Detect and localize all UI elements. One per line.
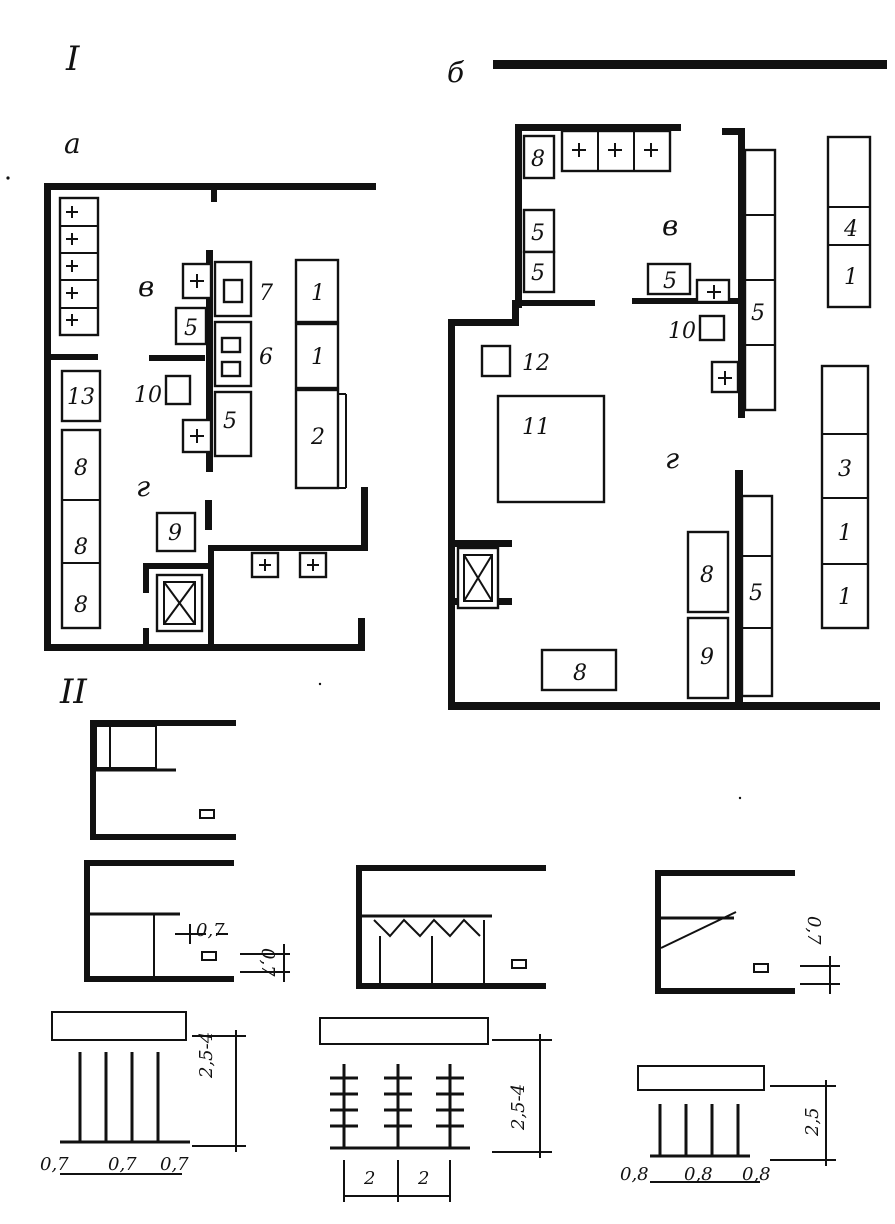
dimension-label: 0,7: [108, 1154, 137, 1175]
plan-b-number: 5: [663, 269, 677, 294]
plan-a-number: 9: [168, 521, 182, 546]
plan-b-number: 1: [838, 521, 852, 546]
dimension-label: 0,7: [160, 1154, 189, 1175]
plan-a-number: 10: [134, 383, 162, 408]
dimension-label: 0,8: [742, 1164, 771, 1185]
plan-a-number: 1: [311, 281, 325, 306]
dimension-label: 2: [363, 1168, 375, 1189]
dimension-label: 2,5-4: [508, 1084, 529, 1131]
plan-b-number: 5: [751, 301, 765, 326]
plan-b-number: 1: [844, 265, 858, 290]
burner-marks-a: [66, 206, 78, 326]
plan-a-number: 5: [223, 409, 237, 434]
plan-b-number: 4: [843, 217, 858, 242]
zone-label-v-b: в: [662, 209, 678, 242]
dimension-label: 0,7: [257, 948, 278, 977]
plan-b-number: 9: [700, 645, 714, 670]
plan-b-number: 10: [668, 319, 696, 344]
plan-a-number: 5: [184, 316, 198, 341]
dimension-label: 0,8: [684, 1164, 713, 1185]
dimension-label: 0,7: [803, 916, 824, 945]
plan-a-numbers: 7 5 6 10 5 1 1 2 13 8 8 8 9: [67, 281, 325, 618]
plan-label-b: б: [447, 56, 465, 89]
dimension-label: 0,7: [40, 1154, 69, 1175]
plan-a-number: 8: [74, 535, 88, 560]
plan-a-number: 8: [74, 593, 88, 618]
part-label-II: II: [59, 672, 87, 712]
plan-a-number: 8: [74, 456, 88, 481]
plan-a-number: 7: [259, 281, 273, 306]
plan-b: б: [447, 56, 887, 710]
plan-b-number: 12: [522, 351, 550, 376]
plan-label-a: а: [64, 127, 81, 160]
detail-sketches: 0,7 0,7 0,7 2,5-4: [40, 720, 840, 1202]
part-label-I: I: [65, 39, 80, 79]
plan-a-number: 1: [311, 345, 325, 370]
dimension-label: 0,8: [620, 1164, 649, 1185]
dimension-label: 2,5: [802, 1107, 823, 1137]
plan-b-number: 8: [573, 661, 587, 686]
plan-b-number: 1: [838, 585, 852, 610]
plan-b-number: 11: [522, 415, 550, 440]
plan-a-number: 13: [67, 385, 95, 410]
plan-a-number: 2: [310, 425, 325, 450]
plan-b-number: 5: [531, 221, 545, 246]
plan-b-numbers: 8 5 5 5 10 5 4 1 12 11 3 1 1 8 5 9 8: [522, 147, 858, 686]
plan-b-number: 3: [838, 457, 852, 482]
plan-b-number: 8: [700, 563, 714, 588]
plan-b-number: 5: [531, 261, 545, 286]
plan-a-number: 6: [259, 345, 273, 370]
plan-b-number: 5: [749, 581, 763, 606]
zone-label-g-a: г: [136, 470, 150, 503]
dimension-label: 2,5-4: [196, 1032, 217, 1079]
zone-label-v-a: в: [138, 270, 154, 303]
zone-label-g-b: г: [665, 442, 679, 475]
plan-a: а: [44, 127, 376, 651]
dimension-label: 0,7: [196, 920, 225, 941]
plan-b-number: 8: [531, 147, 545, 172]
dimension-label: 2: [417, 1168, 429, 1189]
